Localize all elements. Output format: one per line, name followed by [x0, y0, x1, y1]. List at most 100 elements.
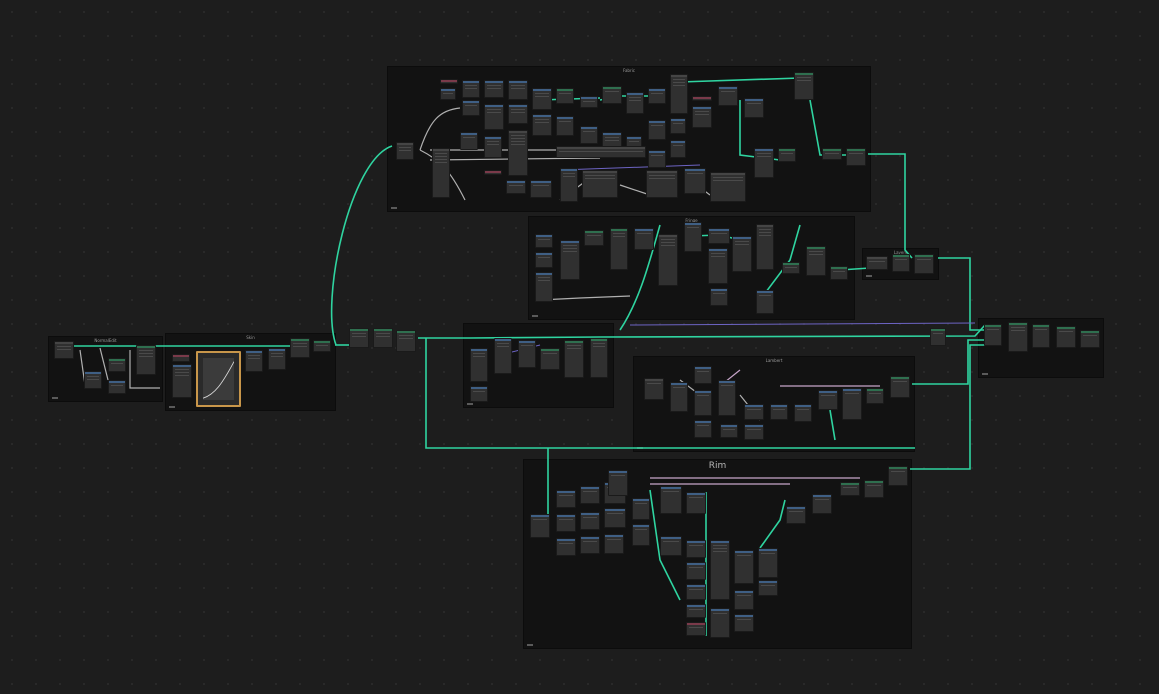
node[interactable] [686, 540, 706, 558]
frame-resize-handle[interactable] [637, 447, 643, 449]
node[interactable] [396, 330, 416, 352]
node[interactable] [646, 170, 678, 198]
node[interactable] [658, 234, 678, 286]
node[interactable] [660, 536, 682, 556]
node[interactable] [782, 262, 800, 274]
node[interactable] [556, 146, 646, 158]
node[interactable] [313, 340, 331, 352]
node[interactable] [84, 371, 102, 389]
node[interactable] [734, 550, 754, 584]
node[interactable] [822, 148, 842, 160]
node[interactable] [718, 86, 738, 106]
node[interactable] [508, 104, 528, 124]
node[interactable] [1032, 324, 1050, 348]
node[interactable] [432, 148, 450, 198]
node[interactable] [535, 272, 553, 302]
node[interactable] [648, 88, 666, 104]
node[interactable] [580, 126, 598, 144]
node[interactable] [508, 130, 528, 176]
node[interactable] [864, 480, 884, 498]
node[interactable] [604, 534, 624, 554]
node[interactable] [758, 548, 778, 578]
node[interactable] [440, 79, 458, 84]
node[interactable] [484, 170, 502, 175]
node[interactable] [560, 240, 580, 280]
node[interactable] [584, 230, 604, 246]
node[interactable] [460, 132, 478, 150]
node[interactable] [580, 96, 598, 108]
node[interactable] [556, 514, 576, 532]
node[interactable] [604, 508, 626, 528]
node[interactable] [494, 338, 512, 374]
node[interactable] [1008, 322, 1028, 352]
node[interactable] [632, 498, 650, 520]
node[interactable] [268, 348, 286, 370]
node[interactable] [556, 116, 574, 136]
node[interactable] [758, 580, 778, 596]
node[interactable] [108, 380, 126, 394]
node[interactable] [694, 420, 712, 438]
node[interactable] [846, 148, 866, 166]
node[interactable] [610, 228, 628, 270]
node[interactable] [710, 608, 730, 638]
node[interactable] [556, 88, 574, 104]
node[interactable] [564, 340, 584, 378]
node[interactable] [754, 148, 774, 178]
node[interactable] [710, 172, 746, 202]
frame-resize-handle[interactable] [169, 406, 175, 408]
node[interactable] [462, 100, 480, 116]
node[interactable] [373, 328, 393, 348]
node[interactable] [136, 345, 156, 375]
node[interactable] [470, 386, 488, 402]
node[interactable] [349, 328, 369, 348]
node[interactable] [172, 354, 190, 362]
node[interactable] [710, 288, 728, 306]
node[interactable] [892, 254, 910, 272]
node[interactable] [54, 341, 74, 359]
node[interactable] [602, 86, 622, 104]
frame-resize-handle[interactable] [52, 397, 58, 399]
node[interactable] [770, 404, 788, 420]
node[interactable] [172, 364, 192, 398]
node[interactable] [560, 168, 578, 202]
frame-resize-handle[interactable] [982, 373, 988, 375]
node[interactable] [580, 512, 600, 530]
material-output-node[interactable] [1080, 330, 1100, 348]
node[interactable] [440, 88, 456, 100]
curve-widget[interactable] [202, 358, 235, 400]
node[interactable] [518, 340, 536, 368]
node[interactable] [290, 338, 310, 358]
node[interactable] [670, 74, 688, 114]
node[interactable] [608, 470, 628, 496]
node[interactable] [684, 168, 706, 194]
node[interactable] [866, 256, 888, 270]
node[interactable] [830, 266, 848, 280]
node[interactable] [794, 404, 812, 422]
node[interactable] [778, 148, 796, 162]
node[interactable] [532, 88, 552, 110]
node[interactable] [462, 80, 480, 98]
node[interactable] [694, 366, 712, 384]
node[interactable] [756, 224, 774, 270]
frame-resize-handle[interactable] [866, 275, 872, 277]
node[interactable] [718, 380, 736, 416]
node[interactable] [930, 328, 946, 346]
node[interactable] [686, 604, 706, 618]
node[interactable] [1056, 326, 1076, 348]
node[interactable] [530, 180, 552, 198]
node[interactable] [818, 390, 838, 410]
rgb-curves-node[interactable] [196, 351, 241, 407]
node[interactable] [734, 590, 754, 610]
node[interactable] [694, 390, 712, 416]
node[interactable] [734, 614, 754, 632]
node[interactable] [540, 348, 560, 370]
node[interactable] [686, 622, 706, 636]
node[interactable] [580, 486, 600, 504]
node[interactable] [556, 538, 576, 556]
node[interactable] [756, 290, 774, 314]
node[interactable] [708, 248, 728, 284]
node[interactable] [744, 404, 764, 420]
node[interactable] [556, 490, 576, 508]
node[interactable] [626, 92, 644, 114]
